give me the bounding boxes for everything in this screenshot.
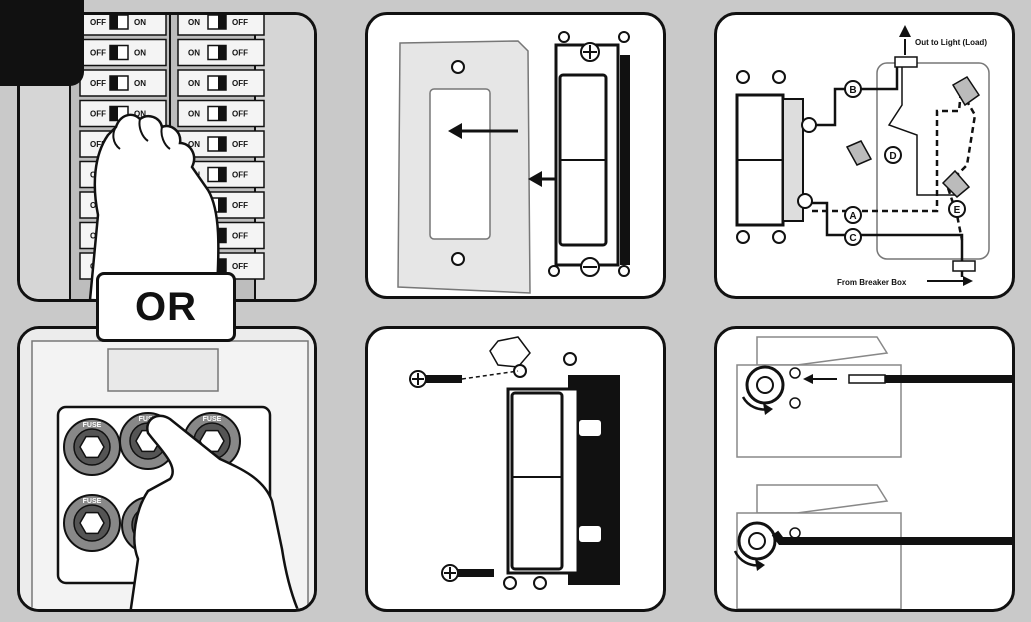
screw-icon bbox=[441, 564, 494, 582]
svg-text:A: A bbox=[849, 211, 856, 222]
terminal-bottom bbox=[733, 484, 1012, 609]
terminal-wiring-illustration bbox=[733, 336, 1012, 609]
screw-icon bbox=[409, 370, 519, 388]
fuse-label: FUSE bbox=[83, 498, 102, 505]
out-to-light-label: Out to Light (Load) bbox=[915, 38, 987, 47]
breaker-label: OFF bbox=[90, 49, 106, 58]
breaker-label: OFF bbox=[232, 171, 248, 180]
breaker-label: ON bbox=[134, 79, 146, 88]
wiring-diagram: Out to Light (Load) From Breaker Box A B… bbox=[735, 25, 990, 287]
panel-fuse-box: FUSEFUSEFUSEFUSEFUSE bbox=[17, 326, 317, 612]
breaker-label: OFF bbox=[232, 110, 248, 119]
fuse-icon: FUSE bbox=[63, 494, 121, 552]
svg-text:C: C bbox=[849, 233, 856, 244]
breaker-switch: ON OFF bbox=[177, 99, 265, 128]
breaker-label: OFF bbox=[232, 140, 248, 149]
breaker-switch: ON OFF bbox=[177, 69, 265, 97]
panel-install-switch bbox=[365, 326, 666, 612]
switch-install-illustration bbox=[409, 336, 620, 590]
switch bbox=[735, 70, 817, 244]
svg-text:D: D bbox=[889, 151, 896, 162]
or-badge: OR bbox=[96, 272, 236, 342]
arrow-up-icon bbox=[899, 25, 911, 55]
fuse-label: FUSE bbox=[203, 416, 222, 423]
breaker-label: ON bbox=[188, 140, 200, 149]
breaker-label: OFF bbox=[232, 262, 248, 271]
marker-c: C bbox=[844, 228, 862, 246]
breaker-switch: OFF ON bbox=[79, 38, 167, 67]
marker-d: D bbox=[884, 146, 902, 164]
breaker-label: OFF bbox=[90, 110, 106, 119]
switch bbox=[503, 352, 620, 590]
panel-remove-wallplate bbox=[365, 12, 666, 299]
breaker-label: OFF bbox=[232, 201, 248, 210]
breaker-label: ON bbox=[134, 49, 146, 58]
terminal-top bbox=[736, 336, 1012, 458]
breaker-label: ON bbox=[134, 110, 146, 119]
breaker-label: ON bbox=[134, 18, 146, 27]
fuse-label: FUSE bbox=[83, 422, 102, 429]
breaker-switch: OFF ON bbox=[79, 69, 167, 97]
breaker-switch: ON OFF bbox=[177, 38, 265, 67]
panel-terminal-wiring bbox=[714, 326, 1015, 612]
marker-a: A bbox=[844, 206, 862, 224]
fuse-label: FUSE bbox=[139, 416, 158, 423]
breaker-label: OFF bbox=[90, 79, 106, 88]
breaker-label: ON bbox=[188, 49, 200, 58]
marker-b: B bbox=[844, 80, 862, 98]
breaker-label: OFF bbox=[90, 140, 106, 149]
marker-e: E bbox=[948, 200, 966, 218]
breaker-label: ON bbox=[188, 110, 200, 119]
svg-text:E: E bbox=[954, 205, 961, 216]
breaker-label: OFF bbox=[232, 79, 248, 88]
breaker-switch: ON OFF bbox=[177, 15, 265, 36]
hand-icon bbox=[88, 113, 220, 299]
from-breaker-box-label: From Breaker Box bbox=[837, 278, 907, 287]
panel-wiring-diagram: Out to Light (Load) From Breaker Box A B… bbox=[714, 12, 1015, 299]
breaker-label: ON bbox=[188, 18, 200, 27]
svg-text:B: B bbox=[849, 85, 856, 96]
hand-icon bbox=[129, 414, 299, 609]
wallplate bbox=[397, 40, 531, 294]
corner-tab bbox=[0, 0, 84, 86]
breaker-label: OFF bbox=[232, 232, 248, 241]
fuse-icon: FUSE bbox=[63, 418, 121, 476]
breaker-label: OFF bbox=[232, 18, 248, 27]
wallplate-removal-illustration bbox=[397, 31, 630, 294]
fuse-box-illustration: FUSEFUSEFUSEFUSEFUSE bbox=[20, 329, 314, 609]
or-label: OR bbox=[135, 284, 197, 329]
breaker-label: ON bbox=[188, 79, 200, 88]
wire-nut-icon bbox=[845, 76, 981, 199]
switch bbox=[548, 31, 630, 277]
breaker-label: OFF bbox=[232, 49, 248, 58]
breaker-label: OFF bbox=[90, 18, 106, 27]
